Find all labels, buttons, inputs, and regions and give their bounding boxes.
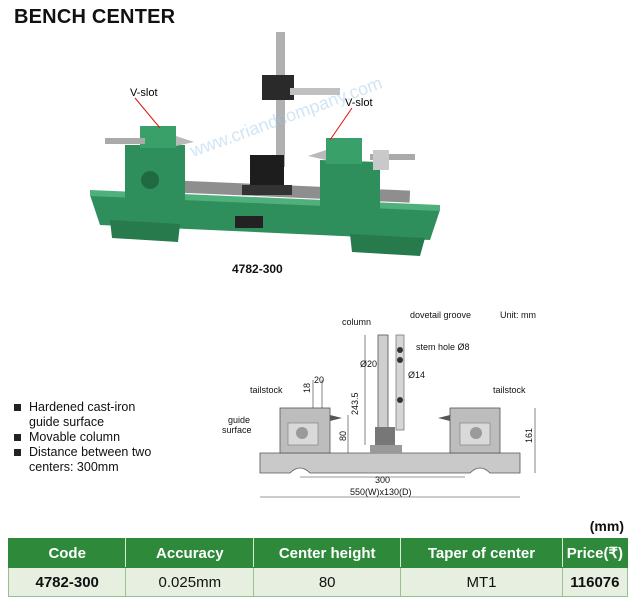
- label-d300: 300: [375, 475, 390, 485]
- cell-price: 116076: [561, 567, 629, 597]
- label-d20: 20: [314, 375, 324, 385]
- photo-model-code: 4782-300: [232, 262, 283, 276]
- label-column: column: [342, 317, 371, 327]
- cell-code: 4782-300: [7, 567, 127, 597]
- left-tailstock-top: [140, 126, 176, 148]
- right-lever: [370, 154, 415, 160]
- spec-table: Code Accuracy Center height Taper of cen…: [7, 538, 629, 597]
- label-dia14: Ø14: [408, 370, 425, 380]
- cell-center-height: 80: [253, 567, 402, 597]
- header-taper: Taper of center: [400, 538, 563, 568]
- header-center-height: Center height: [253, 538, 402, 568]
- base-leg-left: [110, 220, 180, 242]
- table-header-row: Code Accuracy Center height Taper of cen…: [7, 538, 629, 568]
- drawing-base: [259, 452, 521, 474]
- label-dovetail: dovetail groove: [410, 310, 471, 320]
- left-knob: [141, 171, 159, 189]
- right-tailstock: [320, 160, 380, 220]
- bullet-icon: [14, 434, 21, 441]
- product-photo: www.criandcompany.com V-slot V-slot: [90, 32, 440, 256]
- unit-label: (mm): [589, 518, 624, 534]
- header-code: Code: [7, 538, 127, 568]
- label-base-dims: 550(W)x130(D): [350, 487, 412, 497]
- right-knob: [373, 150, 389, 170]
- label-guide: guide: [228, 415, 250, 425]
- label-unit: Unit: mm: [500, 310, 536, 320]
- feature-text: Distance between two centers: 300mm: [29, 445, 152, 474]
- right-center-tip: [308, 150, 326, 160]
- label-dia20: Ø20: [360, 359, 377, 369]
- header-price: Price(₹): [561, 538, 629, 568]
- feature-item: Distance between two centers: 300mm: [14, 445, 169, 475]
- bullet-icon: [14, 404, 21, 411]
- label-surface: surface: [222, 425, 252, 435]
- cell-accuracy: 0.025mm: [125, 567, 255, 597]
- vslot-right-label: V-slot: [345, 97, 373, 109]
- cell-taper: MT1: [400, 567, 563, 597]
- column-holder: [262, 75, 294, 100]
- header-accuracy: Accuracy: [125, 538, 255, 568]
- left-center-tip: [176, 136, 194, 146]
- page-title: BENCH CENTER: [14, 6, 176, 28]
- label-h243: 243.5: [350, 392, 360, 415]
- feature-list: Hardened cast-iron guide surface Movable…: [14, 400, 169, 475]
- table-row: 4782-300 0.025mm 80 MT1 116076: [7, 567, 629, 597]
- label-h161: 161: [524, 428, 534, 443]
- feature-item: Movable column: [14, 430, 169, 445]
- base-plate: [235, 216, 263, 228]
- bullet-icon: [14, 449, 21, 456]
- feature-text: Movable column: [29, 430, 121, 444]
- label-h80: 80: [338, 431, 348, 441]
- label-tailstock-right: tailstock: [493, 385, 526, 395]
- label-d18: 18: [302, 383, 312, 393]
- label-stem-hole: stem hole Ø8: [416, 342, 470, 352]
- technical-drawing: column dovetail groove Unit: mm stem hol…: [222, 310, 536, 498]
- left-lever: [105, 138, 145, 144]
- feature-text: Hardened cast-iron guide surface: [29, 400, 136, 429]
- drawing-column: [377, 334, 389, 444]
- column-arm: [290, 88, 340, 95]
- label-tailstock-left: tailstock: [250, 385, 283, 395]
- right-tailstock-top: [326, 138, 362, 164]
- column-foot: [242, 185, 292, 195]
- base-leg-right: [350, 234, 425, 256]
- feature-item: Hardened cast-iron guide surface: [14, 400, 169, 430]
- vslot-left-label: V-slot: [130, 87, 158, 99]
